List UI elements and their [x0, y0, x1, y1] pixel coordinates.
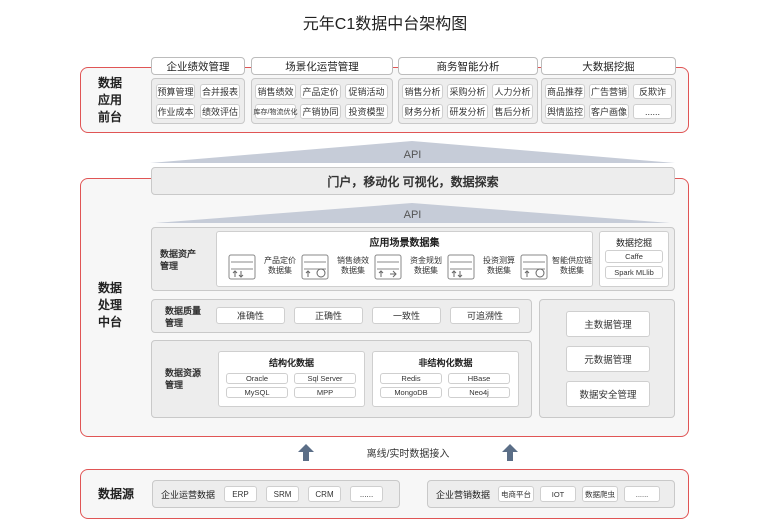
up-arrow-icon — [298, 444, 314, 461]
unstructured-data-title: 非结构化数据 — [418, 357, 473, 368]
dataset-card: 资金规划 数据集 — [374, 253, 449, 283]
db-item: HBase — [448, 373, 510, 384]
up-arrow-icon — [502, 444, 518, 461]
app-item: 产品定价 — [300, 84, 341, 99]
dataset-icon — [374, 254, 402, 280]
asset-management-label: 数据资产 管理 — [160, 249, 197, 271]
dataset-name: 资金规划 数据集 — [410, 256, 442, 275]
app-item: 商品推荐 — [545, 84, 585, 99]
dataset-card: 智能供应链 数据集 — [520, 253, 595, 283]
app-item: 人力分析 — [492, 84, 533, 99]
dataset-card: 投资测算 数据集 — [447, 253, 522, 283]
db-item: MySQL — [226, 387, 288, 398]
group-header-bigdata: 大数据挖掘 — [541, 57, 676, 75]
db-item: MPP — [294, 387, 356, 398]
api-label-inner: API — [403, 209, 422, 221]
db-item: Sql Server — [294, 373, 356, 384]
governance-item: 数据安全管理 — [566, 381, 650, 407]
data-mining-title: 数据挖掘 — [615, 237, 652, 248]
ingest-label: 离线/实时数据接入 — [366, 448, 450, 460]
source-item: IOT — [540, 486, 576, 502]
source-item: ...... — [624, 486, 660, 502]
group-header-bi: 商务智能分析 — [398, 57, 538, 75]
source-item: CRM — [308, 486, 341, 502]
api-band-inner — [155, 203, 670, 223]
app-item: ...... — [633, 104, 672, 119]
dataset-icon — [228, 254, 256, 280]
dataset-name: 投资测算 数据集 — [483, 256, 515, 275]
page-title: 元年C1数据中台架构图 — [302, 16, 468, 33]
enterprise-marketing-label: 企业营销数据 — [435, 489, 490, 500]
app-item: 财务分析 — [402, 104, 443, 119]
app-item: 广告营销 — [589, 84, 629, 99]
db-item: Oracle — [226, 373, 288, 384]
app-item: 采购分析 — [447, 84, 488, 99]
app-item: 促销活动 — [345, 84, 388, 99]
quality-item: 正确性 — [294, 307, 363, 324]
source-item: 数据爬虫 — [582, 486, 618, 502]
db-item: MongoDB — [380, 387, 442, 398]
app-item: 销售分析 — [402, 84, 443, 99]
source-item: ERP — [224, 486, 257, 502]
db-item: Neo4j — [448, 387, 510, 398]
governance-item: 主数据管理 — [566, 311, 650, 337]
app-item: 售后分析 — [492, 104, 533, 119]
portal-bar: 门户，移动化 可视化，数据探索 — [151, 167, 675, 195]
dataset-name: 产品定价 数据集 — [264, 256, 296, 275]
dataset-icon — [520, 254, 548, 280]
source-item: SRM — [266, 486, 299, 502]
scene-dataset-title: 应用场景数据集 — [369, 238, 440, 249]
dataset-icon — [447, 254, 475, 280]
processing-layer-label: 数据 处理 中台 — [97, 281, 122, 329]
dataset-name: 智能供应链 数据集 — [552, 256, 592, 275]
enterprise-ops-label: 企业运营数据 — [160, 489, 215, 500]
mining-item-spark: Spark MLlib — [605, 266, 663, 279]
resource-management-label: 数据资源 管理 — [165, 368, 202, 390]
db-item: Redis — [380, 373, 442, 384]
dataset-card: 产品定价 数据集 — [228, 253, 303, 283]
dataset-card: 销售绩效 数据集 — [301, 253, 376, 283]
dataset-name: 销售绩效 数据集 — [337, 256, 369, 275]
group-header-performance: 企业绩效管理 — [151, 57, 245, 75]
mining-item-caffe: Caffe — [605, 250, 663, 263]
quality-item: 一致性 — [372, 307, 441, 324]
app-item: 投资模型 — [345, 104, 388, 119]
app-layer-label: 数据 应用 前台 — [97, 76, 122, 124]
app-item: 库存/物流优化 — [254, 104, 297, 119]
app-item: 合并报表 — [200, 84, 240, 99]
quality-item: 可追溯性 — [450, 307, 520, 324]
quality-item: 准确性 — [216, 307, 285, 324]
source-item: ...... — [350, 486, 383, 502]
source-item: 电商平台 — [498, 486, 534, 502]
app-item: 绩效评估 — [200, 104, 240, 119]
app-item: 产销协同 — [300, 104, 341, 119]
app-item: 研发分析 — [447, 104, 488, 119]
app-item: 客户画像 — [589, 104, 629, 119]
app-item: 作业成本 — [156, 104, 195, 119]
app-item: 反欺诈 — [633, 84, 672, 99]
api-label-top: API — [403, 149, 422, 161]
app-item: 预算管理 — [156, 84, 195, 99]
api-band-top — [150, 141, 675, 163]
source-layer-label: 数据源 — [97, 487, 134, 501]
dataset-icon — [301, 254, 329, 280]
app-item: 销售绩效 — [255, 84, 296, 99]
app-item: 舆情监控 — [545, 104, 585, 119]
structured-data-title: 结构化数据 — [268, 357, 314, 368]
quality-management-label: 数据质量 管理 — [165, 306, 202, 328]
group-header-scenario-ops: 场景化运营管理 — [251, 57, 393, 75]
governance-item: 元数据管理 — [566, 346, 650, 372]
